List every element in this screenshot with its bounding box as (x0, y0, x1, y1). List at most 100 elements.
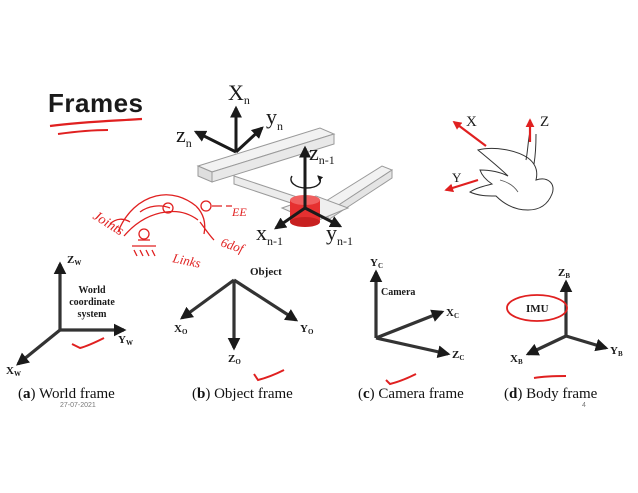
camera-y-sub: C (378, 262, 383, 270)
xn-label: X (228, 80, 244, 105)
camera-y-label: Y (370, 257, 378, 269)
svg-text:xn-1: xn-1 (256, 220, 283, 248)
world-frame-diagram: ZW YW XW World coordinate system (6, 254, 133, 378)
body-z-label: Z (558, 267, 565, 279)
handwriting-joints: Joints (90, 209, 127, 240)
hand-y-axis (444, 178, 479, 193)
object-z-label: Z (228, 353, 235, 365)
caption-camera-frame: (c) Camera frame (358, 386, 464, 402)
caption-body-text: Body frame (526, 386, 598, 402)
svg-text:zn-1: zn-1 (309, 140, 335, 167)
object-x-sub: O (182, 328, 188, 336)
handwriting-ee: EE (231, 205, 247, 219)
svg-text:Xn: Xn (228, 80, 250, 107)
world-y-label: Y (118, 334, 126, 346)
hand-y-label: Y (452, 170, 462, 185)
zn1-label: z (309, 140, 319, 165)
slide-title: Frames (48, 88, 144, 118)
yn1-sub: n-1 (337, 234, 353, 248)
caption-object-text: Object frame (214, 386, 293, 402)
yn-label: y (266, 104, 277, 129)
object-frame-diagram: Object XO YO ZO (174, 266, 314, 382)
world-red-check (71, 337, 105, 350)
body-x-label: X (510, 353, 518, 365)
world-y-sub: W (126, 339, 133, 347)
camera-red-check (385, 373, 417, 386)
zn-label: z (176, 122, 186, 147)
body-z-sub: B (565, 272, 570, 280)
svg-text:YW: YW (118, 334, 133, 347)
camera-name: Camera (381, 287, 415, 298)
right-hand-rule: X Z Y (444, 114, 554, 211)
svg-text:zn: zn (176, 122, 192, 150)
zn1-sub: n-1 (319, 153, 335, 167)
title-underline-2 (57, 129, 109, 135)
object-y-sub: O (308, 328, 314, 336)
caption-body-frame: (d) Body frame (504, 386, 598, 402)
world-name-line1: World (78, 285, 106, 296)
caption-object-letter: b (197, 386, 206, 402)
svg-text:ZC: ZC (452, 349, 464, 362)
world-z-label: Z (67, 254, 74, 266)
caption-world-frame: (a) World frame (18, 386, 115, 402)
svg-text:ZB: ZB (558, 267, 570, 280)
caption-object-frame: (b) Object frame (192, 386, 293, 402)
camera-z-axis (375, 336, 451, 359)
slide-page-number: 4 (582, 402, 586, 409)
object-y-label: Y (300, 323, 308, 335)
world-x-axis (16, 328, 62, 366)
svg-text:ZO: ZO (228, 353, 241, 366)
camera-frame-diagram: YC Camera XC ZC (369, 257, 464, 386)
svg-text:XO: XO (174, 323, 188, 336)
svg-text:ZW: ZW (67, 254, 81, 267)
object-red-check (253, 369, 285, 382)
svg-text:yn-1: yn-1 (326, 220, 353, 248)
yn-sub: n (277, 119, 283, 133)
slide-date: 27-07-2021 (60, 402, 96, 409)
caption-body-letter: d (509, 386, 518, 402)
object-y-axis (233, 278, 299, 322)
xn1-label: x (256, 220, 267, 245)
caption-world-letter: a (23, 386, 31, 402)
caption-camera-text: Camera frame (378, 386, 464, 402)
body-y-label: Y (610, 345, 618, 357)
svg-text:yn: yn (266, 104, 283, 133)
yn1-axis (304, 206, 343, 228)
world-name-line2: coordinate (69, 297, 115, 308)
camera-x-axis (375, 309, 445, 340)
body-frame-diagram: ZB YB XB IMU (506, 267, 623, 379)
camera-z-sub: C (459, 354, 464, 362)
body-y-axis (565, 334, 609, 352)
xn1-sub: n-1 (267, 234, 283, 248)
body-red-check (533, 375, 567, 379)
imu-red-circle (506, 294, 568, 322)
xn1-axis (274, 206, 306, 230)
world-x-sub: W (14, 370, 21, 378)
svg-text:YC: YC (370, 257, 383, 270)
svg-text:YB: YB (610, 345, 623, 358)
hand-x-axis (452, 120, 487, 147)
object-z-sub: O (235, 358, 241, 366)
caption-world-text: World frame (38, 386, 115, 402)
svg-text:XW: XW (6, 365, 21, 378)
svg-text:YO: YO (300, 323, 314, 336)
world-z-sub: W (74, 259, 81, 267)
camera-x-sub: C (454, 312, 459, 320)
svg-text:XC: XC (446, 307, 459, 320)
zn-sub: n (186, 136, 192, 150)
body-x-sub: B (518, 358, 523, 366)
handwriting-links: Links (170, 250, 202, 271)
handwriting-dof: 6dof (219, 235, 248, 257)
robot-joint-diagram: Xn yn zn zn-1 xn-1 yn-1 (176, 80, 394, 248)
yn1-label: y (326, 220, 337, 245)
world-name-line3: system (78, 309, 108, 320)
body-y-sub: B (618, 350, 623, 358)
object-name: Object (250, 266, 282, 278)
body-name: IMU (526, 303, 549, 315)
hand-x-label: X (466, 114, 477, 130)
zn-axis (193, 130, 237, 154)
object-x-label: X (174, 323, 182, 335)
camera-z-label: Z (452, 349, 459, 361)
